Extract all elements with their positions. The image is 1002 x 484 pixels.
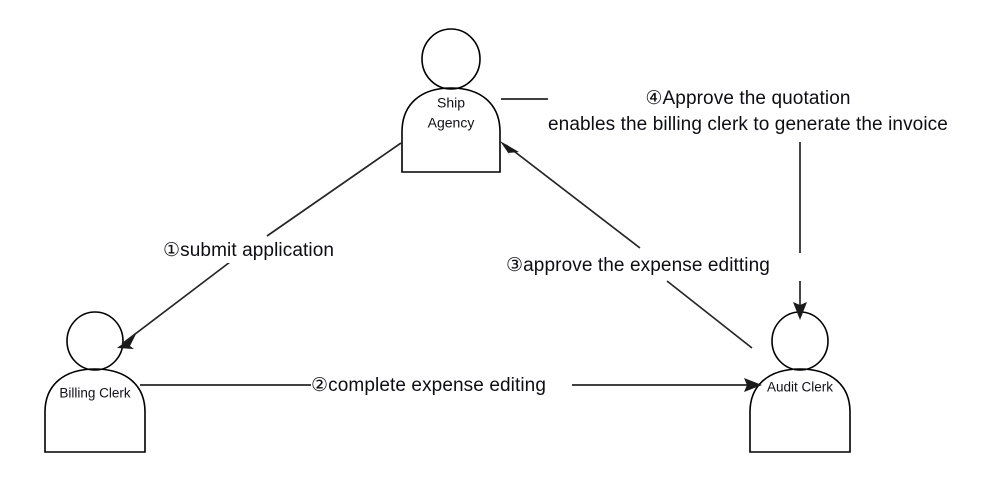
audit-clerk-head-icon bbox=[771, 311, 829, 371]
edge-step4-marker: ④ bbox=[645, 88, 663, 109]
ship-agency-label-line2: Agency bbox=[428, 115, 475, 131]
edge-step2-text: complete expense editing bbox=[328, 375, 547, 396]
edge-step1-marker: ① bbox=[163, 240, 181, 261]
edge-step2-arrow bbox=[140, 378, 762, 392]
actor-billing-clerk[interactable]: Billing Clerk bbox=[44, 311, 146, 453]
billing-clerk-label: Billing Clerk bbox=[59, 386, 131, 401]
edge-step4-arrow bbox=[793, 142, 807, 320]
edge-step4-line1: ④Approve the quotation bbox=[548, 86, 948, 112]
edge-label-step1: ①submit application bbox=[163, 238, 335, 263]
edge-label-step4: ④Approve the quotation enables the billi… bbox=[548, 86, 948, 138]
edge-step2-arrowhead-icon bbox=[744, 378, 762, 392]
billing-clerk-body-icon bbox=[44, 368, 146, 453]
edge-step1-line-lower bbox=[121, 261, 231, 345]
edge-step4-line2: enables the billing clerk to generate th… bbox=[548, 114, 948, 135]
edge-step3-arrow bbox=[500, 141, 753, 349]
ship-agency-label-line1: Ship bbox=[437, 95, 465, 111]
edge-step2-marker: ② bbox=[311, 375, 329, 396]
edge-step1-arrow bbox=[117, 142, 402, 349]
ship-agency-body-icon bbox=[401, 87, 501, 173]
edge-step4-arrowhead-icon bbox=[793, 302, 807, 320]
edge-step3-marker: ③ bbox=[506, 255, 524, 276]
edge-step1-text: submit application bbox=[180, 240, 335, 261]
edge-step3-line-lower bbox=[666, 280, 753, 349]
edge-step3-arrowhead-icon bbox=[500, 141, 519, 157]
edge-label-step3: ③approve the expense editting bbox=[506, 253, 770, 278]
edge-step1-line-upper bbox=[266, 142, 402, 237]
actor-audit-clerk[interactable]: Audit Clerk bbox=[749, 311, 851, 453]
ship-agency-head-icon bbox=[421, 28, 481, 90]
actor-ship-agency[interactable]: Ship Agency bbox=[401, 28, 501, 173]
edge-step3-text: approve the expense editting bbox=[523, 255, 770, 276]
audit-clerk-body-icon bbox=[749, 368, 851, 453]
audit-clerk-label: Audit Clerk bbox=[767, 380, 833, 395]
edge-label-step2: ②complete expense editing bbox=[311, 373, 547, 398]
billing-clerk-head-icon bbox=[66, 311, 124, 371]
edge-step1-arrowhead-icon bbox=[117, 334, 136, 349]
edge-step3-line-upper bbox=[505, 144, 641, 249]
edge-step4-text-line1: Approve the quotation bbox=[662, 88, 851, 109]
